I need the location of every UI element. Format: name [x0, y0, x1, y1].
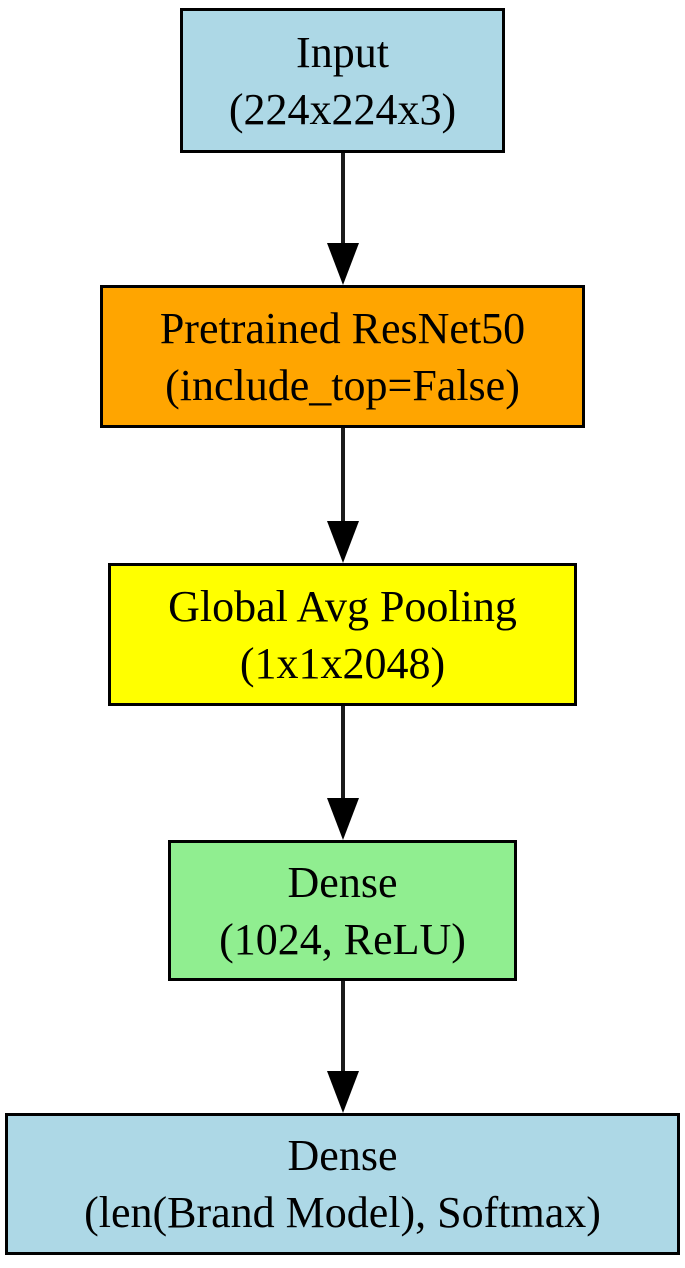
- node-gap-label-line1: Global Avg Pooling: [168, 581, 517, 631]
- node-pretrained-resnet50: Pretrained ResNet50 (include_top=False): [100, 285, 585, 428]
- node-input-label-line1: Input: [296, 27, 389, 77]
- node-global-avg-pooling: Global Avg Pooling (1x1x2048): [108, 563, 577, 706]
- arrow-gap-to-dense-relu: [326, 706, 359, 840]
- node-gap-label-line2: (1x1x2048): [239, 638, 446, 688]
- node-dense-softmax-label-line1: Dense: [287, 1131, 398, 1180]
- node-dense-softmax-label-line2: (len(Brand Model), Softmax): [84, 1188, 601, 1237]
- arrow-dense-relu-to-dense-softmax: [326, 981, 359, 1113]
- node-dense-softmax: Dense (len(Brand Model), Softmax): [5, 1113, 680, 1255]
- node-resnet50-label-line2: (include_top=False): [165, 360, 520, 410]
- arrow-resnet50-to-gap: [326, 428, 359, 563]
- node-dense-relu-label-line2: (1024, ReLU): [219, 914, 466, 964]
- node-dense-relu-label-line1: Dense: [287, 857, 398, 907]
- node-dense-relu: Dense (1024, ReLU): [168, 840, 517, 981]
- node-resnet50-label-line1: Pretrained ResNet50: [159, 303, 526, 353]
- node-input: Input (224x224x3): [180, 8, 505, 153]
- node-input-label-line2: (224x224x3): [228, 84, 457, 134]
- arrow-input-to-resnet50: [326, 153, 359, 285]
